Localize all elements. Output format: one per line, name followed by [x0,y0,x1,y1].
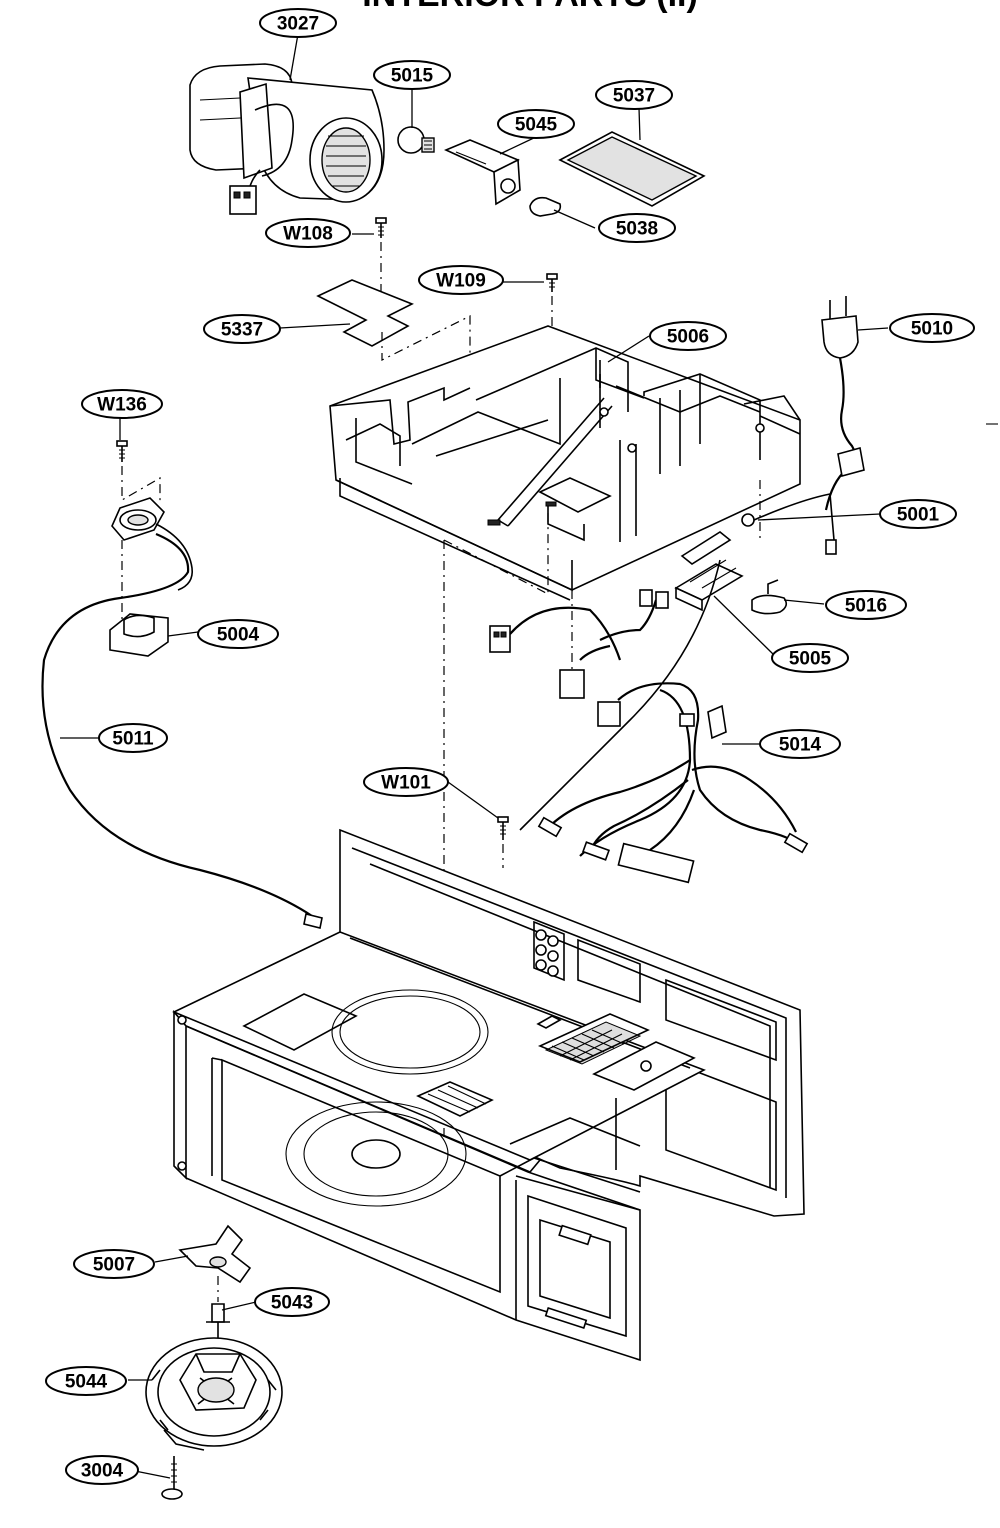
callout-5043-label: 5043 [271,1293,313,1314]
lamp-socket-bracket [444,139,521,206]
callout-W108: W108 [265,218,351,248]
cavity-base-assembly [172,828,805,1362]
callout-5011: 5011 [98,723,168,753]
callout-5045-label: 5045 [515,115,558,136]
callout-5043: 5043 [254,1287,330,1317]
callout-5014: 5014 [759,729,841,759]
fuse [680,493,837,565]
base-plate-air-guide [329,325,801,601]
callout-5337-label: 5337 [221,320,263,341]
callout-5010-label: 5010 [911,319,953,340]
sensor-wire [41,532,323,929]
callout-5016: 5016 [825,590,907,620]
temperature-sensor [109,497,194,657]
callout-5007-label: 5007 [93,1255,135,1276]
callout-5015-label: 5015 [391,66,434,87]
callout-5001-label: 5001 [897,505,940,526]
callout-5037: 5037 [595,80,673,110]
callout-5005: 5005 [771,643,849,673]
callout-W136: W136 [81,389,163,419]
callout-3004: 3004 [65,1455,139,1485]
drive-shaft [206,1276,230,1340]
callout-W101-label: W101 [381,773,431,794]
vent-grille-top [544,1021,642,1065]
callout-5044-label: 5044 [65,1372,108,1393]
callout-5010: 5010 [889,313,975,343]
screw-w108 [375,217,387,238]
callout-5006-label: 5006 [667,327,709,348]
thermal-cutout [751,579,788,615]
callout-3004-label: 3004 [81,1461,124,1482]
mounting-plate [316,279,414,347]
callout-5004-label: 5004 [217,625,260,646]
callout-5038: 5038 [598,213,676,243]
callout-5005-label: 5005 [789,649,832,670]
callout-5014-label: 5014 [779,735,822,756]
fuse-holder [674,559,744,612]
callout-W101: W101 [363,767,449,797]
power-cord [821,296,865,511]
callout-3027: 3027 [259,8,337,38]
callout-3027-label: 3027 [277,14,319,35]
callout-5016-label: 5016 [845,596,887,617]
callout-5004: 5004 [197,619,279,649]
callout-W108-label: W108 [283,224,333,245]
callout-5011-label: 5011 [112,729,154,750]
callout-5015: 5015 [373,60,451,90]
leader-lines [60,33,889,1479]
grease-filter [558,131,706,207]
stirrer-blade [178,1224,252,1284]
screw-w109 [546,273,558,292]
blower-fan-motor [189,63,385,215]
screw-w136 [116,440,128,462]
lamp-bulb [397,126,435,154]
callout-5037-label: 5037 [613,86,655,107]
callout-5038-label: 5038 [616,219,658,240]
callout-5044: 5044 [45,1366,127,1396]
wire-harness [489,559,809,884]
callout-W136-label: W136 [97,395,147,416]
callout-W109: W109 [418,265,504,295]
callout-5001: 5001 [879,499,957,529]
callout-5007: 5007 [73,1249,155,1279]
callout-5337: 5337 [203,314,281,344]
lamp-lens [529,196,562,217]
stirrer-motor-cover [145,1337,283,1451]
callout-5045: 5045 [497,109,575,139]
screw-w101 [497,816,509,868]
callout-5006: 5006 [649,321,727,351]
callout-W109-label: W109 [436,271,486,292]
screw-3004 [161,1456,183,1500]
diagram-title: INTERIOR PARTS (II) [362,0,698,14]
